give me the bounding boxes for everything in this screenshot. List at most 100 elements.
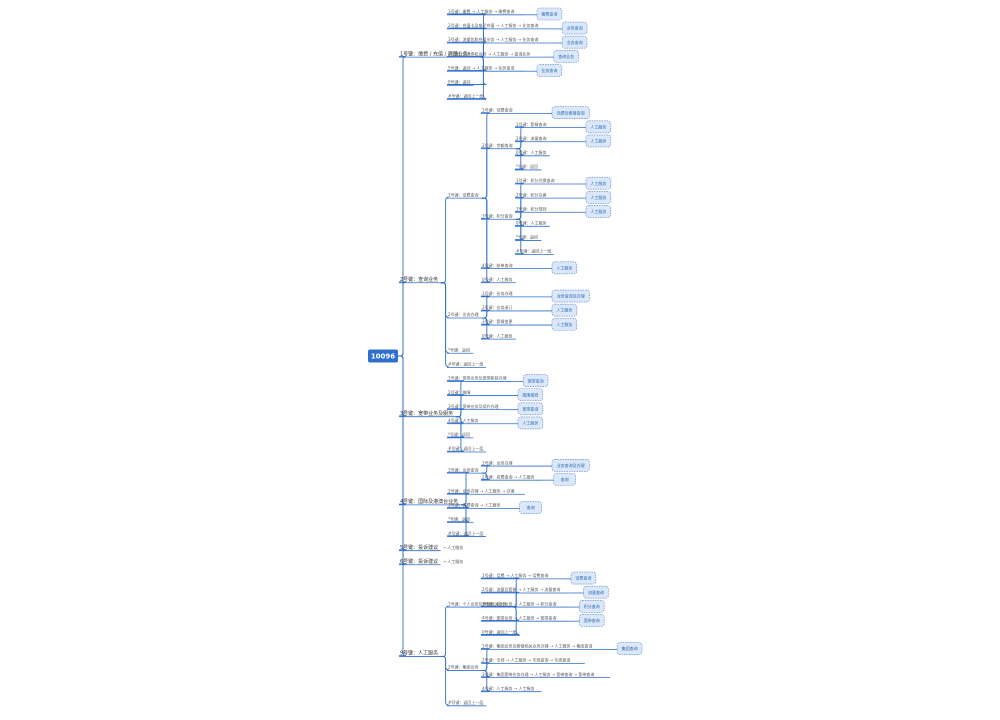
result-box[interactable] — [585, 134, 612, 148]
node-label[interactable]: 3号键：积分规则 — [516, 205, 547, 211]
result-box[interactable] — [551, 289, 590, 303]
node-label[interactable]: 0号键：人工服务 — [516, 149, 547, 155]
node-label[interactable]: 2号键：流量查询 — [516, 135, 547, 141]
node-label[interactable]: 2号键：业务退订 — [482, 304, 513, 310]
node-label[interactable]: 1号键：缴费 → 人工服务 → 缴费查询 — [448, 8, 514, 14]
connector-line — [398, 355, 407, 657]
node-label[interactable]: #号键：返回上一层 — [448, 93, 483, 99]
node-label[interactable]: 0号键：返回 — [448, 79, 471, 85]
result-box[interactable] — [585, 176, 612, 190]
node-label[interactable]: 3号键：资费查询 → 人工服务 — [448, 502, 500, 508]
node-label[interactable]: 4号键：人工服务 — [448, 417, 479, 423]
node-label[interactable]: 4号键：宽带业务 → 人工服务 → 宽带查询 — [482, 614, 556, 620]
result-box[interactable] — [570, 571, 597, 585]
branch-label[interactable]: 9号键：人工服务 — [400, 650, 438, 657]
node-label[interactable]: 2号键：流量及套餐 → 人工服务 → 流量查询 — [482, 586, 560, 592]
node-label[interactable]: 2号键：充值卡及电子充值 → 人工服务 → 业务查询 — [448, 22, 538, 28]
result-box[interactable] — [579, 614, 605, 627]
node-label[interactable]: 2号键：专线 → 人工服务 → 专线查询 → 专线查询 — [482, 657, 570, 663]
node-label[interactable]: 4号键：人工服务 → 人工服务 — [482, 685, 534, 691]
node-label[interactable]: 2号键：集团业务 — [448, 664, 479, 670]
result-box[interactable] — [616, 642, 643, 655]
node-label[interactable]: 4号键：账单查询 — [482, 262, 513, 268]
result-box[interactable] — [517, 388, 544, 402]
branch-label[interactable]: 1号键：缴费 / 充值 / 流量业务 — [400, 50, 468, 57]
node-label[interactable]: 0号键：人工服务 — [482, 276, 513, 282]
node-label[interactable]: 3号键：宽带业务及续约办理 — [448, 403, 499, 409]
result-box[interactable] — [583, 585, 609, 599]
root-node[interactable] — [368, 349, 398, 363]
branch-label[interactable]: 2号键：查询业务 — [400, 276, 438, 283]
node-label[interactable]: 1号键：集团业务及套餐相关业务办理 → 人工服务 → 集团查询 — [482, 643, 592, 649]
node-label[interactable]: 1号键：积分兑换查询 — [516, 177, 555, 183]
node-label[interactable]: #号键：返回上一层 — [448, 361, 483, 367]
node-label[interactable]: *号键：返回 — [448, 346, 470, 352]
result-box[interactable] — [585, 120, 612, 134]
result-box[interactable] — [519, 501, 542, 514]
result-box[interactable] — [561, 35, 588, 49]
node-label[interactable]: #号键：返回上一层 — [448, 699, 483, 705]
node-label[interactable]: 3号键：积分业务 → 人工服务 → 积分查询 — [482, 600, 556, 606]
result-box[interactable] — [561, 21, 588, 35]
result-box[interactable] — [553, 473, 576, 486]
result-box-label: 话费查询 — [575, 575, 591, 581]
result-box[interactable] — [551, 317, 578, 331]
node-label[interactable]: #号键：返回上一层 — [448, 445, 483, 451]
result-box[interactable] — [517, 416, 544, 430]
node-label[interactable]: *号键：返回 — [516, 163, 538, 169]
node-label[interactable]: 0号键：人工服务 — [516, 220, 547, 226]
node-label[interactable]: *号键：返回 — [448, 431, 470, 437]
node-label[interactable]: 4号键：开通停机业务 → 人工服务 → 查询业务 — [448, 50, 530, 56]
branch-label[interactable]: 6号键：投诉建议 — [400, 558, 438, 565]
result-box[interactable] — [522, 374, 549, 387]
node-label[interactable]: *号键：返回 — [448, 516, 470, 522]
node-label[interactable]: 2号键：业务办理 → 人工服务 → 办理 — [448, 487, 514, 493]
connector-line — [481, 670, 490, 692]
node-label[interactable]: 3号键：套餐变更 — [482, 318, 513, 324]
node-label[interactable]: 2号键：业务办理 — [448, 311, 479, 317]
node-label[interactable]: 2号键：故障 — [448, 389, 471, 395]
node-label[interactable]: 3号键：流量包和充值业务 → 人工服务 → 业务查询 — [448, 36, 538, 42]
node-label[interactable]: 1号键：话费查询 — [448, 191, 479, 197]
branch-label[interactable]: 4号键：国际及港澳台业务 — [400, 498, 458, 505]
result-box[interactable] — [551, 303, 578, 317]
result-box[interactable] — [579, 599, 605, 613]
result-box[interactable] — [551, 261, 578, 275]
node-label[interactable]: 0号键：人工服务 — [482, 332, 513, 338]
node-label[interactable]: 1号键：个人业务及套餐相关业务 — [448, 600, 507, 606]
node-label[interactable]: 1号键：业务查询 — [448, 466, 479, 472]
node-label[interactable]: 1号键：宽带业务及宽带新装办理 — [448, 375, 507, 381]
result-box-label: 故障报修 — [522, 391, 538, 397]
result-box[interactable] — [585, 205, 612, 218]
result-box[interactable] — [553, 50, 579, 63]
result-box-label: 业务查询及办理 — [557, 293, 585, 299]
node-label[interactable]: 5号键：返回 → 人工服务 → 业务查询 — [448, 64, 514, 70]
branch-label[interactable]: 5号键：投诉建议 — [400, 544, 438, 551]
node-label[interactable]: 2号键：余额查询 — [482, 142, 513, 148]
connector-line — [398, 355, 407, 551]
result-box[interactable] — [536, 7, 563, 21]
node-label[interactable]: 1号键：套餐查询 — [516, 121, 547, 127]
node-label[interactable]: #号键：返回上一层 — [448, 530, 483, 536]
connector-line — [481, 317, 490, 339]
node-label[interactable]: 2号键：积分兑换 — [516, 191, 547, 197]
result-box[interactable] — [551, 458, 590, 472]
node-label[interactable]: 1号键：话费 → 人工服务 → 话费查询 — [482, 572, 548, 578]
branch-label[interactable]: 3号键：宽带业务及服务 — [400, 410, 453, 417]
node-label[interactable]: 1号键：业务办理 — [482, 459, 513, 465]
node-label[interactable]: 1号键：业务办理 — [482, 290, 513, 296]
node-label[interactable]: *号键：返回 — [516, 234, 538, 240]
result-box-label: 缴费查询 — [541, 11, 557, 17]
result-box[interactable] — [551, 106, 590, 120]
node-label[interactable]: 1号键：话费查询 — [482, 107, 513, 113]
result-box[interactable] — [517, 402, 544, 416]
node-label[interactable]: #号键：返回上一层 — [516, 248, 551, 254]
node-label[interactable]: 3号键：积分查询 — [482, 212, 513, 218]
node-label[interactable]: 3号键：集团宽带业务办理 → 人工服务 → 宽带查询 → 宽带查询 — [482, 671, 594, 677]
result-box[interactable] — [536, 64, 563, 77]
node-label[interactable]: 0号键：返回上一层 — [482, 628, 517, 634]
result-box[interactable] — [585, 191, 612, 204]
node-label[interactable]: 2号键：资费查询 → 人工服务 — [482, 473, 534, 479]
